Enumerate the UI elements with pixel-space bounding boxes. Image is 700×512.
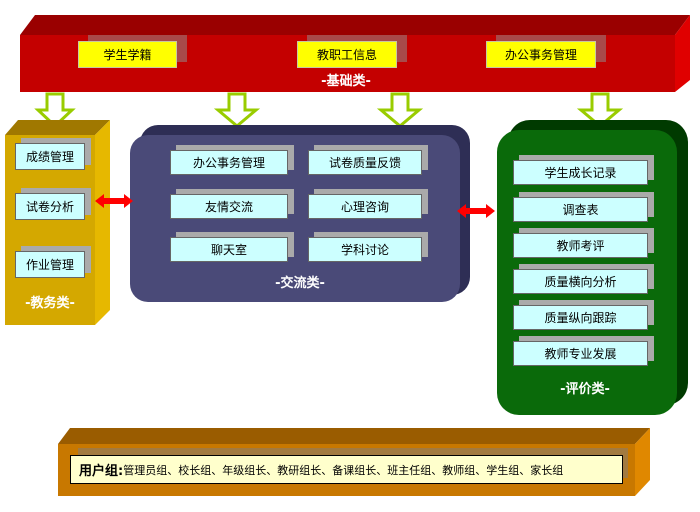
teaching-item-exam-analysis[interactable]: 试卷分析: [15, 193, 85, 220]
basic-item-student-records[interactable]: 学生学籍: [78, 41, 177, 68]
double-arrow-icon: [95, 194, 133, 208]
eval-item-teacher-review[interactable]: 教师考评: [513, 233, 648, 258]
teaching-item-homework[interactable]: 作业管理: [15, 251, 85, 278]
user-groups-box: 用户组: 管理员组、校长组、年级组长、教研组长、备课组长、班主任组、教师组、学生…: [70, 455, 623, 484]
eval-item-vertical-tracking[interactable]: 质量纵向跟踪: [513, 305, 648, 330]
basic-label: -基础类-: [321, 74, 371, 89]
down-arrow-icon: [376, 92, 424, 128]
comm-item-exam-feedback[interactable]: 试卷质量反馈: [308, 150, 422, 175]
comm-item-subject-discussion[interactable]: 学科讨论: [308, 237, 422, 262]
eval-item-horizontal-analysis[interactable]: 质量横向分析: [513, 269, 648, 294]
comm-item-office-affairs[interactable]: 办公事务管理: [170, 150, 288, 175]
down-arrow-icon: [34, 92, 76, 129]
double-arrow-icon: [457, 204, 495, 218]
comm-item-chatroom[interactable]: 聊天室: [170, 237, 288, 262]
communication-label: -交流类-: [275, 276, 325, 291]
teaching-item-grades[interactable]: 成绩管理: [15, 143, 85, 170]
basic-item-staff-info[interactable]: 教职工信息: [297, 41, 397, 68]
eval-item-professional-dev[interactable]: 教师专业发展: [513, 341, 648, 366]
down-arrow-icon: [213, 92, 261, 128]
eval-item-growth-record[interactable]: 学生成长记录: [513, 160, 648, 185]
eval-item-survey[interactable]: 调查表: [513, 197, 648, 222]
down-arrow-icon: [576, 92, 624, 128]
evaluation-label: -评价类-: [560, 382, 610, 397]
comm-item-counseling[interactable]: 心理咨询: [308, 194, 422, 219]
teaching-label: -教务类-: [25, 296, 75, 311]
user-groups-list: 管理员组、校长组、年级组长、教研组长、备课组长、班主任组、教师组、学生组、家长组: [123, 463, 564, 477]
basic-item-office-affairs[interactable]: 办公事务管理: [486, 41, 596, 68]
down-arrows: [34, 92, 624, 129]
user-groups-title: 用户组:: [79, 464, 124, 479]
comm-item-friendship[interactable]: 友情交流: [170, 194, 288, 219]
